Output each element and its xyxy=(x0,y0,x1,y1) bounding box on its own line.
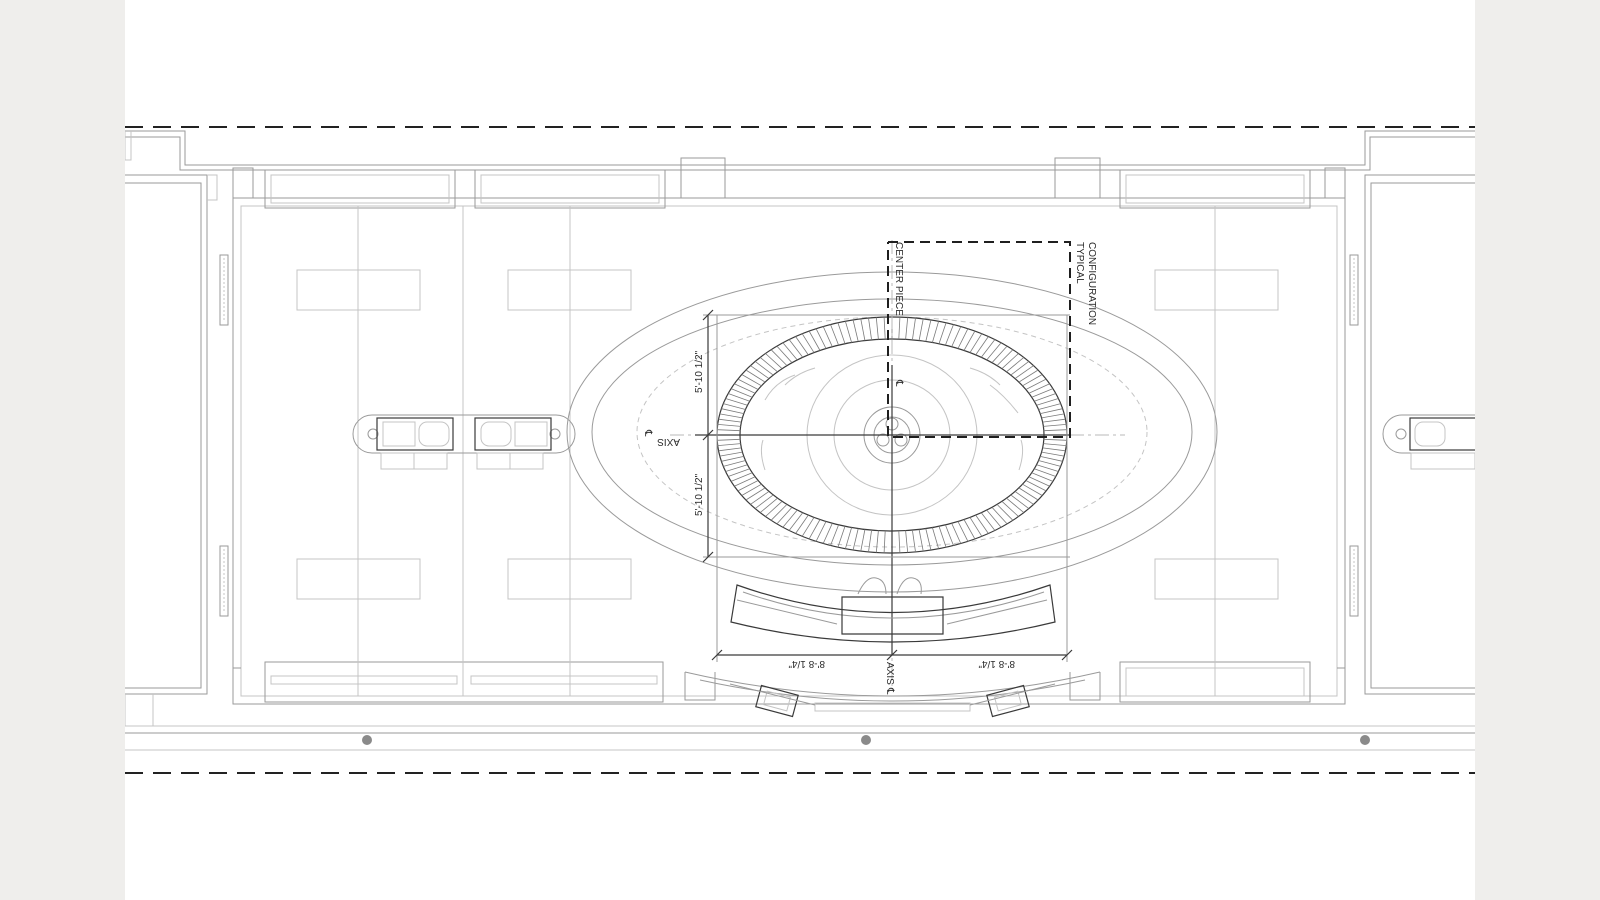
right-edge-room xyxy=(1364,174,1475,695)
column-marker-2 xyxy=(861,735,871,745)
bay-window xyxy=(684,671,1101,718)
light-fixtures xyxy=(296,269,1279,600)
column-marker-1 xyxy=(362,735,372,745)
dimension-horizontal-left: 8'-8 1/4" xyxy=(788,658,825,669)
wall-vents xyxy=(219,254,1359,617)
typical-configuration-label-line1: TYPICAL xyxy=(1074,242,1085,284)
axis-label-left: AXIS xyxy=(657,436,680,447)
centerline-symbol-left: ℄ xyxy=(642,429,653,437)
typical-configuration-label-line2: CONFIGURATION xyxy=(1086,242,1097,325)
centerline-symbol-bottom: ℄ xyxy=(884,687,895,695)
dimension-vertical-lower: 5'-10 1/2" xyxy=(694,473,705,516)
dimension-horizontal-right: 8'-8 1/4" xyxy=(978,658,1015,669)
floor-plan-drawing: CENTER PIECE TYPICAL CONFIGURATION AXIS … xyxy=(125,126,1475,774)
left-island-table xyxy=(352,414,576,470)
centerpiece-label: CENTER PIECE xyxy=(893,242,904,316)
curved-sofa xyxy=(730,577,1056,643)
left-edge-room xyxy=(125,174,218,727)
dimension-vertical-upper: 5'-10 1/2" xyxy=(694,350,705,393)
top-cabinets xyxy=(264,169,1311,209)
typical-configuration-box xyxy=(887,241,1071,438)
horizontal-dimension xyxy=(711,315,1073,662)
bottom-wall xyxy=(125,725,1475,751)
centerline-symbol-center: ℄ xyxy=(893,379,904,387)
vertical-dimension xyxy=(702,309,1070,563)
column-marker-3 xyxy=(1360,735,1370,745)
axis-label-bottom: AXIS xyxy=(884,662,895,685)
drawing-sheet: CENTER PIECE TYPICAL CONFIGURATION AXIS … xyxy=(125,0,1475,900)
main-room-outline xyxy=(232,157,1346,705)
table-slats xyxy=(717,317,1067,553)
top-wall xyxy=(125,130,1475,171)
right-island-stub xyxy=(1382,414,1475,470)
